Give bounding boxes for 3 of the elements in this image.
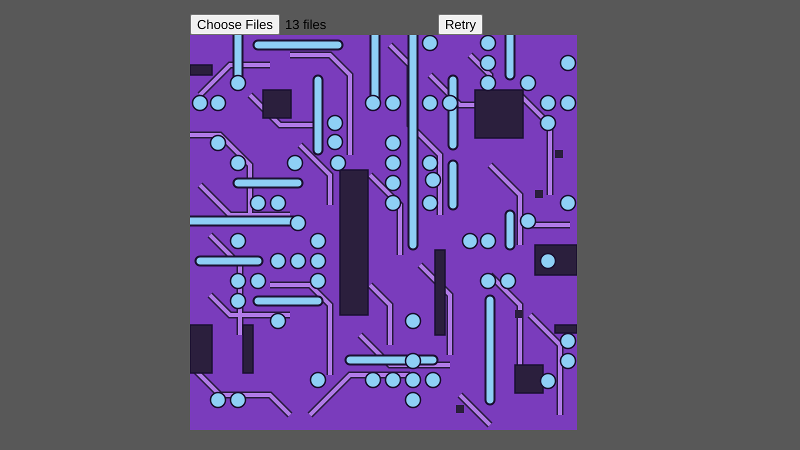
file-count-text: 13 files bbox=[285, 17, 326, 32]
choose-files-button: Choose Files bbox=[190, 14, 280, 35]
retry-button: Retry bbox=[438, 14, 484, 35]
